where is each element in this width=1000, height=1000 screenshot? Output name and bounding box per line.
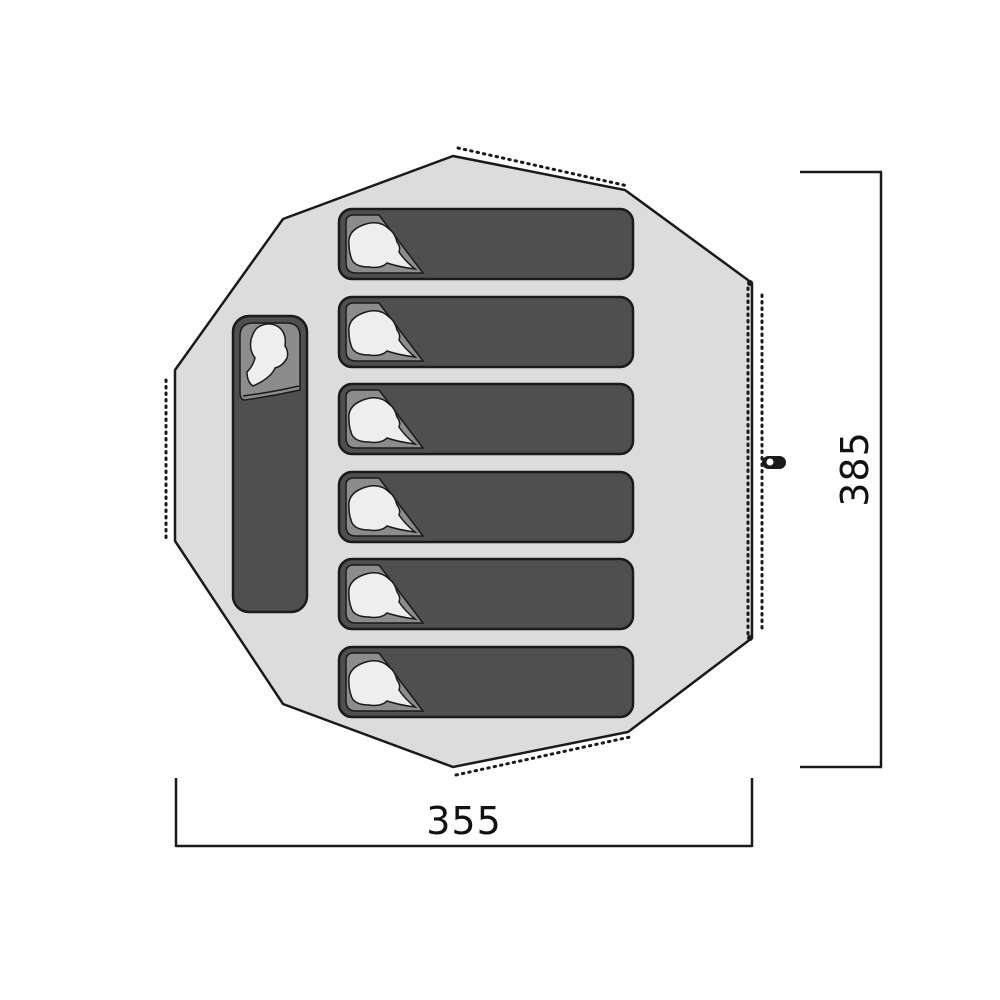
width-dimension	[174, 778, 754, 848]
door-corner-dot	[747, 280, 753, 286]
sleeping-bag-icon	[337, 470, 635, 544]
sleeping-bag-icon	[337, 382, 635, 456]
sleeping-bag-icon	[337, 295, 635, 369]
dotted-edges	[164, 146, 764, 777]
pole-icon	[762, 456, 786, 469]
vent-bottom	[454, 735, 632, 777]
sleeping-bag-icon	[337, 557, 635, 631]
sleeping-bag-icon	[337, 207, 635, 281]
sleeping-bag-icon	[231, 314, 309, 614]
width-label: 355	[426, 799, 502, 843]
depth-label: 385	[833, 431, 877, 507]
door-corner-dot	[747, 635, 753, 641]
depth-dimension	[800, 170, 883, 769]
sleeping-bag-icon	[337, 645, 635, 719]
vent-top	[456, 146, 630, 188]
